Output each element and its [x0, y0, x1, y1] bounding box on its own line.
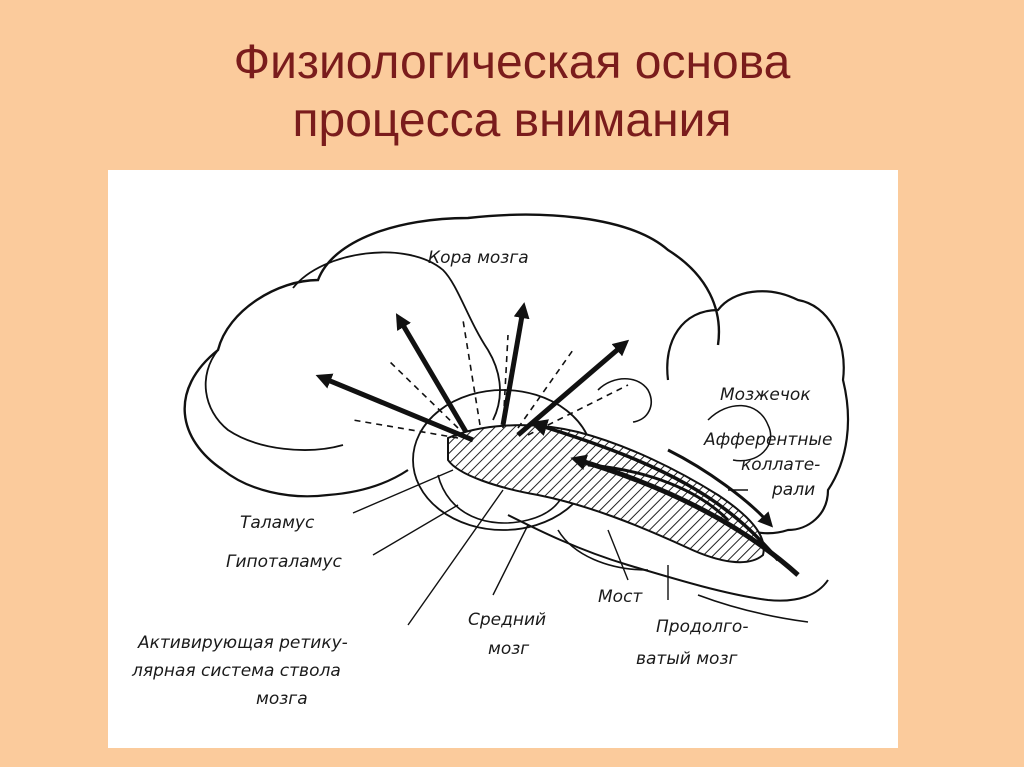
- cerebellum-outline: [666, 290, 850, 535]
- label-reticular-2: лярная система ствола: [131, 661, 341, 681]
- diffuse-projections: [352, 319, 629, 439]
- pons-outline: [557, 529, 649, 571]
- label-reticular-3: мозга: [256, 689, 308, 709]
- label-cortex: Кора мозга: [428, 248, 529, 268]
- label-midbrain-2: мозг: [488, 639, 529, 659]
- label-afferent-1: Афферентные: [703, 430, 832, 450]
- label-thalamus: Таламус: [240, 513, 315, 533]
- afferent-line-4: [667, 448, 774, 528]
- label-pons: Мост: [598, 587, 643, 607]
- afferent-line-2: [529, 419, 780, 562]
- arrow-to-cortex-1: [315, 373, 474, 443]
- temporal-lobe-outline: [204, 349, 344, 451]
- brain-diagram: Кора мозга Мозжечок Афферентные коллате-…: [131, 213, 850, 709]
- hypothalamus-outline: [437, 474, 564, 524]
- afferent-line-3: [587, 463, 730, 522]
- arrow-to-cortex-3: [500, 302, 530, 426]
- label-afferent-2: коллате-: [741, 455, 820, 475]
- label-midbrain-1: Средний: [468, 610, 546, 630]
- cerebellum-fold-1: [707, 404, 772, 462]
- brain-diagram-panel: Кора мозга Мозжечок Афферентные коллате-…: [108, 170, 898, 748]
- title-line-2: процесса внимания: [292, 94, 732, 147]
- slide-title: Физиологическая основа процесса внимания: [0, 34, 1024, 150]
- frontal-lobe-outline: [222, 469, 409, 498]
- label-hypothalamus: Гипоталамус: [226, 552, 343, 572]
- medulla-outline: [697, 594, 809, 623]
- label-reticular-1: Активирующая ретику-: [137, 633, 348, 653]
- title-line-1: Физиологическая основа: [233, 36, 791, 89]
- arrow-to-cortex-2: [395, 313, 469, 434]
- cortex-outline: [183, 213, 721, 471]
- label-medulla-1: Продолго-: [656, 617, 748, 637]
- brainstem-outline: [507, 514, 829, 602]
- reticular-formation: [447, 424, 765, 564]
- label-cerebellum: Мозжечок: [720, 385, 811, 405]
- label-leaders: [352, 469, 748, 626]
- arrow-to-cortex-4: [516, 339, 630, 437]
- cerebellum-fold-2: [597, 378, 652, 423]
- cortex-sulcus: [292, 251, 501, 421]
- label-afferent-3: рали: [771, 480, 815, 500]
- label-medulla-2: ватый мозг: [636, 649, 737, 669]
